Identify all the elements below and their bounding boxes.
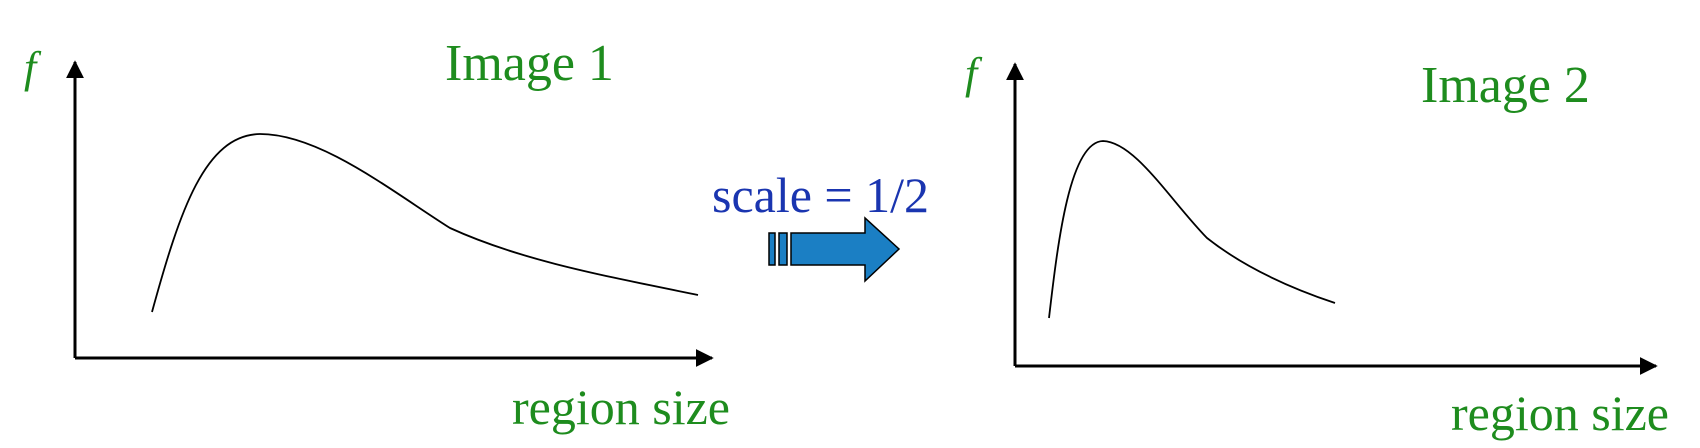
panel-image-2: f Image 2 region size <box>965 49 1669 441</box>
scale-label: scale = 1/2 <box>712 167 929 223</box>
x-label-1: region size <box>512 379 730 435</box>
panel-title-1: Image 1 <box>445 35 614 92</box>
y-label-f-2: f <box>965 49 983 98</box>
panel-title-2: Image 2 <box>1421 57 1590 114</box>
response-curve-1 <box>151 133 699 313</box>
x-label-2: region size <box>1451 385 1669 441</box>
scale-transform: scale = 1/2 <box>712 167 929 283</box>
response-curve-2 <box>1048 140 1336 319</box>
y-label-f-1: f <box>24 43 42 92</box>
panel-image-1: f Image 1 region size <box>24 35 730 435</box>
right-arrow-icon <box>768 216 901 283</box>
